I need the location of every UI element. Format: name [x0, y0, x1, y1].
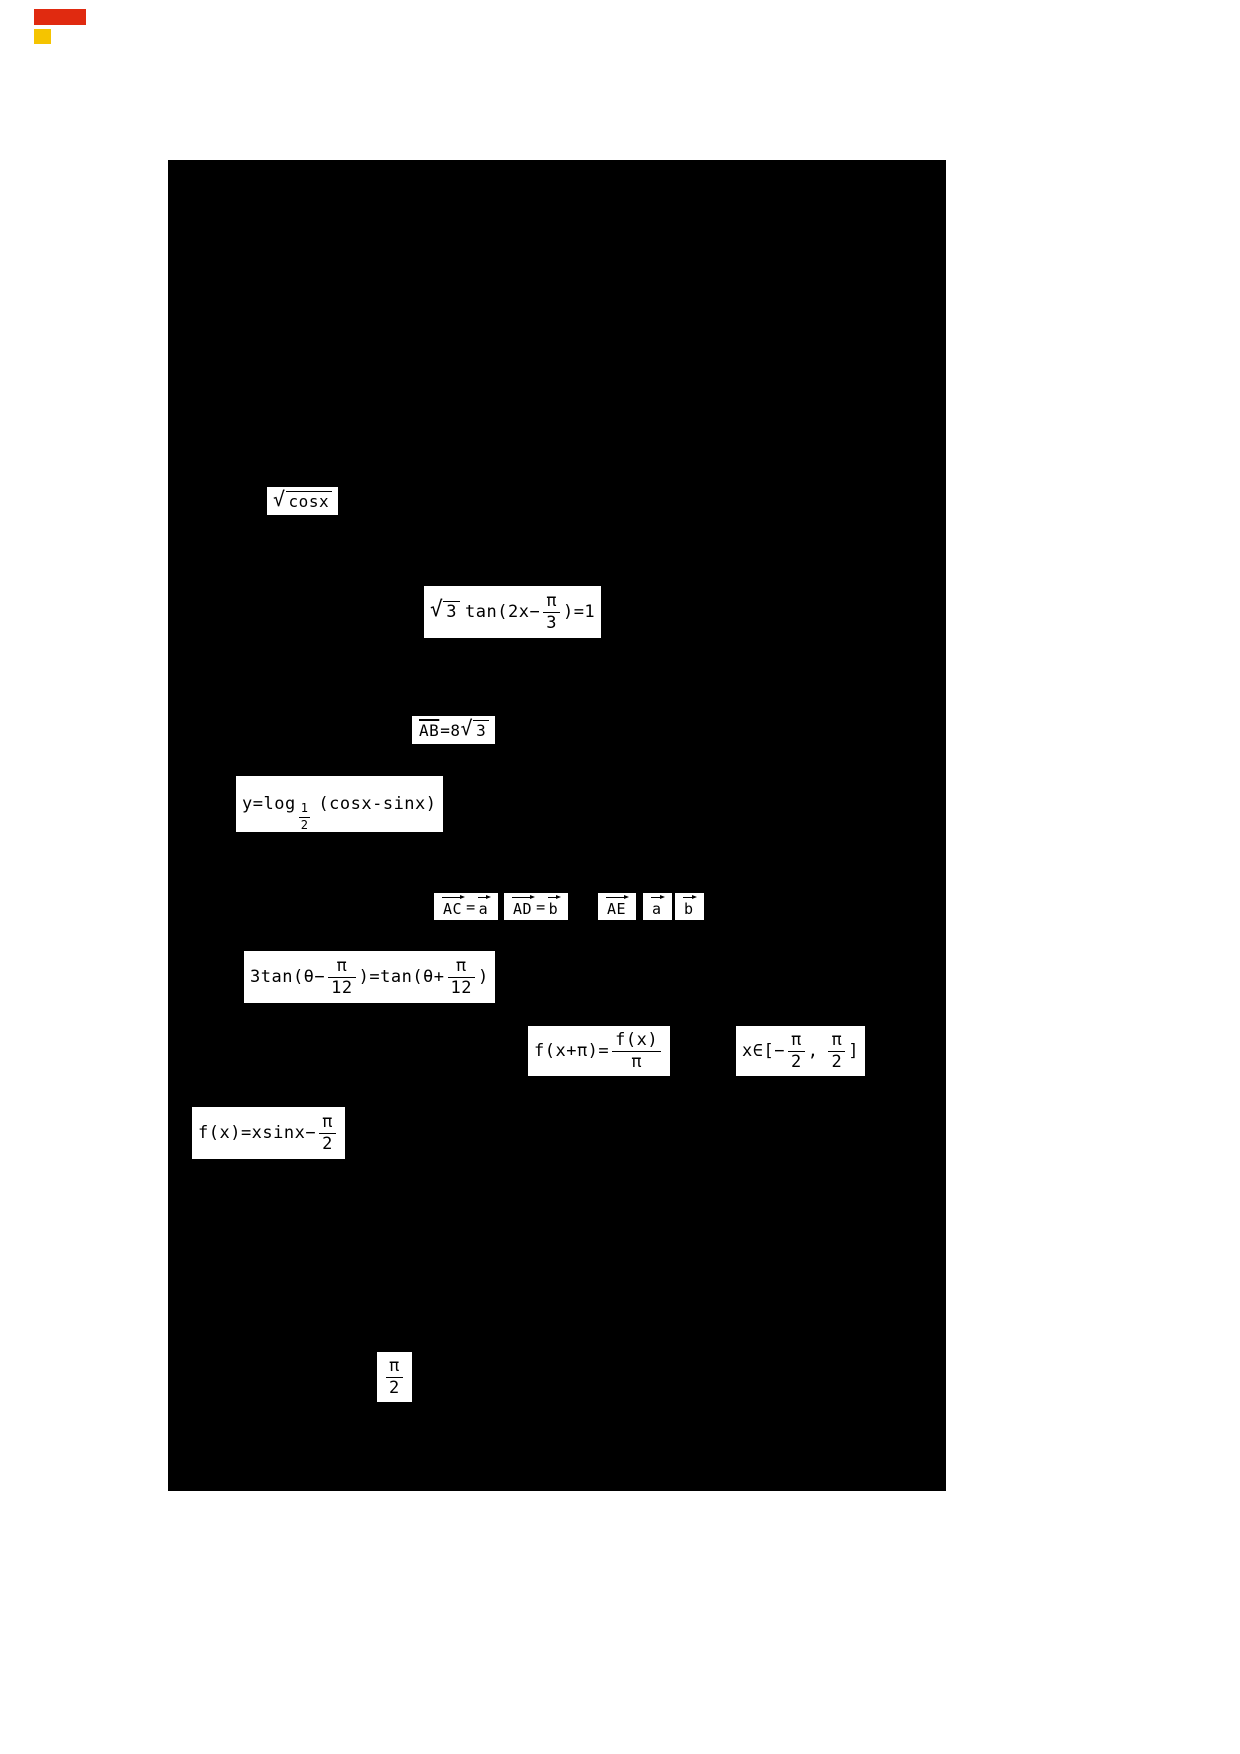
- formula-text: 3tan(θ−: [250, 967, 326, 987]
- formula-ab-length: AB =8 √ 3: [412, 715, 496, 744]
- fraction-denominator: 12: [447, 976, 476, 998]
- sqrt-expression: √ 3: [430, 596, 461, 623]
- formula-tan-equation: √ 3 tan(2x− π 3 )=1: [424, 586, 602, 638]
- fraction-numerator: f(x): [615, 1029, 659, 1050]
- formula-text: ): [478, 967, 489, 987]
- vector-AD: AD: [510, 894, 536, 918]
- formula-f-periodic: f(x+π)= f(x) π: [528, 1026, 671, 1076]
- formula-f-definition: f(x)=xsinx− π 2: [192, 1107, 345, 1159]
- radical-sign: √: [273, 486, 286, 511]
- vector-b: b: [546, 894, 563, 918]
- radicand: 3: [473, 719, 490, 741]
- formula-text: )=tan(θ+: [358, 967, 445, 987]
- radical-sign: √: [460, 715, 474, 740]
- fraction: π 12: [328, 955, 356, 998]
- formula-text: )=1: [562, 602, 596, 622]
- vector-label: a: [652, 900, 662, 918]
- radical-sign: √: [430, 596, 444, 622]
- red-mark-icon: [34, 9, 86, 25]
- fraction-numerator: π: [322, 1111, 333, 1132]
- sqrt-expression: √ 3: [460, 715, 490, 741]
- fraction-denominator: 2: [298, 816, 311, 832]
- sqrt-expression: √ cosx: [273, 486, 333, 512]
- vector-label: a: [478, 900, 489, 918]
- yellow-mark-icon: [34, 29, 51, 44]
- formula-vector-ad: AD = b: [504, 893, 569, 920]
- document-canvas: √ cosx √ 3 tan(2x− π 3 )=1 AB =8 √ 3: [168, 160, 946, 1491]
- formula-vector-ae: AE: [598, 893, 637, 920]
- formula-text: tan(2x−: [465, 602, 541, 622]
- vector-AE: AE: [604, 894, 630, 918]
- radicand: 3: [443, 600, 461, 623]
- vector-a: a: [476, 894, 493, 918]
- fraction: f(x) π: [612, 1029, 662, 1072]
- formula-text: x∈[−: [742, 1041, 785, 1061]
- vector-label: AE: [607, 900, 627, 918]
- fraction: π 2: [787, 1029, 805, 1072]
- formula-text: f(x+π)=: [534, 1041, 610, 1061]
- segment-AB: AB: [419, 720, 440, 740]
- vector-label: AD: [513, 900, 533, 918]
- fraction: π 2: [319, 1113, 336, 1153]
- fraction-numerator: π: [389, 1355, 400, 1376]
- vector-label: AC: [443, 900, 463, 918]
- fraction-numerator: π: [455, 955, 467, 976]
- formula-vector-a: a: [643, 893, 672, 920]
- fraction: π 2: [386, 1357, 403, 1397]
- fraction-denominator: π: [612, 1050, 662, 1072]
- formula-text: (cosx-sinx): [318, 794, 437, 814]
- fraction-numerator: 1: [300, 801, 309, 816]
- log-base-fraction: 1 2: [298, 801, 311, 832]
- vector-label: b: [548, 900, 559, 918]
- formula-text: y=log: [242, 794, 296, 814]
- equals-sign: =: [536, 897, 546, 916]
- fraction: π 12: [447, 955, 476, 998]
- fraction-denominator: 2: [319, 1132, 336, 1154]
- fraction-denominator: 12: [328, 976, 356, 998]
- fraction-denominator: 2: [787, 1050, 805, 1072]
- comma: ,: [807, 1041, 819, 1061]
- formula-x-domain: x∈[− π 2 , π 2 ]: [736, 1026, 865, 1076]
- radicand: cosx: [285, 490, 333, 512]
- formula-vector-ac: AC = a: [434, 893, 499, 920]
- formula-sqrt-cosx: √ cosx: [267, 486, 339, 515]
- fraction-numerator: π: [336, 955, 348, 976]
- formula-log-function: y=log 1 2 (cosx-sinx): [236, 776, 443, 832]
- fraction: π 3: [543, 592, 560, 632]
- formula-vector-b: b: [675, 893, 704, 920]
- fraction-numerator: π: [546, 590, 557, 611]
- fraction-denominator: 3: [543, 611, 560, 633]
- vector-label: b: [684, 900, 694, 918]
- formula-text: f(x)=xsinx−: [198, 1123, 317, 1143]
- fraction-numerator: π: [790, 1029, 802, 1050]
- vector-AC: AC: [440, 894, 466, 918]
- equals-sign: =: [466, 897, 476, 916]
- fraction: π 2: [828, 1029, 846, 1072]
- fraction-denominator: 2: [828, 1050, 846, 1072]
- fraction-numerator: π: [831, 1029, 843, 1050]
- formula-tan-theta-equation: 3tan(θ− π 12 )=tan(θ+ π 12 ): [244, 951, 495, 1003]
- fraction-denominator: 2: [386, 1376, 403, 1398]
- formula-text: ]: [848, 1041, 859, 1061]
- formula-half-pi: π 2: [377, 1352, 412, 1402]
- vector-b: b: [681, 894, 698, 918]
- formula-text: =8: [440, 720, 461, 740]
- vector-a: a: [649, 894, 666, 918]
